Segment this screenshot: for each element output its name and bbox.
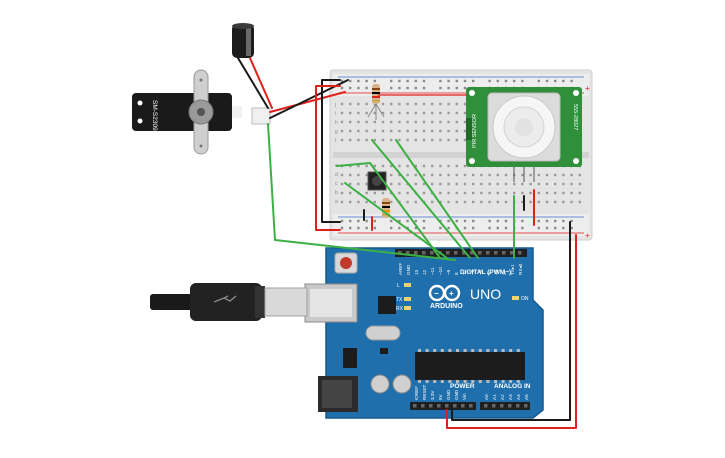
digital-pin-label-0: AREF (398, 263, 403, 275)
row-letter-j: j (334, 102, 336, 108)
led-tx (404, 297, 411, 301)
electrolytic-capacitor[interactable] (232, 23, 254, 58)
svg-text:−: − (434, 289, 439, 298)
digital-pin-label-13: 2 (502, 272, 507, 275)
digital-pin-label-10: ~5 (478, 269, 483, 275)
digital-pin-label-2: 13 (414, 269, 419, 275)
reset-button-cap[interactable] (340, 257, 352, 269)
arduino-brand: ARDUINO (430, 303, 463, 310)
wire-led-signal-2 (395, 139, 479, 259)
analog-pin-label-2: A2 (500, 394, 505, 400)
digital-label: DIGITAL (PWM~) (460, 269, 511, 276)
digital-pin-label-11: 4 (486, 272, 491, 275)
pir-label-right: 555-28027 (572, 104, 578, 130)
wire-left-red (315, 85, 341, 231)
regulator (343, 348, 357, 368)
digital-pin-label-4: ~11 (430, 267, 435, 275)
analog-pin-label-5: A5 (524, 394, 529, 400)
power-pin-label-4: GND (446, 389, 451, 400)
led-l-label: L (397, 283, 400, 289)
digital-pin-label-8: 7 (462, 272, 467, 275)
usb-cable (150, 283, 308, 321)
led-on-label: ON (521, 296, 529, 302)
row-letter-i: i (335, 111, 336, 117)
analog-label: ANALOG IN (494, 383, 531, 390)
led-rx (404, 306, 411, 310)
power-pin-label-0: IOREF (414, 386, 419, 400)
wire-servo-red (269, 91, 346, 113)
digital-pin-label-12: ~3 (494, 269, 499, 275)
rail-plus-top: + (585, 84, 590, 93)
digital-pin-label-1: GND (406, 264, 411, 275)
led-on (512, 296, 519, 300)
wire-left-black (321, 79, 341, 223)
row-letter-a: a (335, 199, 338, 205)
resistor-bottom[interactable] (382, 198, 390, 218)
power-header (410, 402, 476, 410)
arduino-logo: − + (428, 284, 461, 302)
power-label: POWER (450, 383, 475, 390)
servo-motor[interactable]: SM-S2309S (132, 69, 242, 155)
wire-button-2 (344, 182, 448, 259)
wire-cap-red (249, 57, 273, 109)
digital-pin-label-5: ~10 (438, 267, 443, 275)
power-pin-label-1: RESET (422, 384, 427, 400)
digital-pin-label-6: ~9 (446, 269, 451, 275)
power-pin-label-2: 3.3V (430, 390, 435, 400)
wire-button-signal (336, 162, 441, 259)
row-letter-d: d (335, 172, 338, 178)
capacitor-1 (370, 374, 390, 394)
wire-servo-signal (267, 123, 456, 261)
servo-label: SM-S2309S (151, 100, 158, 136)
led-legs (367, 103, 385, 120)
digital-header (395, 249, 527, 257)
wire-cap-black (237, 57, 269, 109)
wire-5v-red (446, 234, 577, 429)
arduino-model: UNO (470, 286, 501, 302)
row-letter-h: h (335, 120, 338, 126)
atmega-chip (415, 352, 525, 380)
servo-connector (251, 107, 271, 125)
digital-pin-label-14: TX▸1 (510, 264, 515, 275)
digital-pin-label-9: ~6 (470, 269, 475, 275)
power-pin-label-6: Vin (462, 393, 467, 400)
analog-pin-label-0: A0 (484, 394, 489, 400)
rail-plus-bottom: + (585, 231, 590, 240)
power-pin-label-5: GND (454, 389, 459, 400)
led-tx-label: TX (396, 297, 403, 303)
crystal (365, 325, 401, 341)
digital-pin-label-7: 8 (454, 272, 459, 275)
analog-pin-label-1: A1 (492, 394, 497, 400)
wire-gnd-black (451, 221, 571, 421)
resistor-top[interactable] (372, 84, 380, 104)
pir-label-left: PIR SENSOR (472, 114, 478, 148)
digital-pin-label-3: 12 (422, 269, 427, 275)
led-l (404, 283, 411, 287)
power-pin-label-3: 5V (438, 393, 443, 400)
usb-symbol-icon (213, 295, 237, 303)
row-letter-b: b (335, 190, 338, 196)
analog-pin-label-3: A3 (508, 394, 513, 400)
wires[interactable] (237, 57, 577, 429)
wire-led-signal-1 (371, 139, 471, 259)
row-letter-g: g (335, 129, 338, 135)
digital-pin-label-15: RX◂0 (518, 263, 523, 275)
led-rx-label: RX (396, 306, 404, 312)
row-letter-f: f (335, 138, 337, 144)
svg-text:+: + (449, 289, 454, 298)
row-letter-c: c (335, 181, 338, 187)
analog-header (480, 402, 530, 410)
capacitor-2 (392, 374, 412, 394)
analog-pin-label-4: A4 (516, 394, 521, 400)
pir-sensor[interactable]: PIR SENSOR 555-28027 (466, 87, 582, 167)
usb-chip (378, 296, 396, 314)
